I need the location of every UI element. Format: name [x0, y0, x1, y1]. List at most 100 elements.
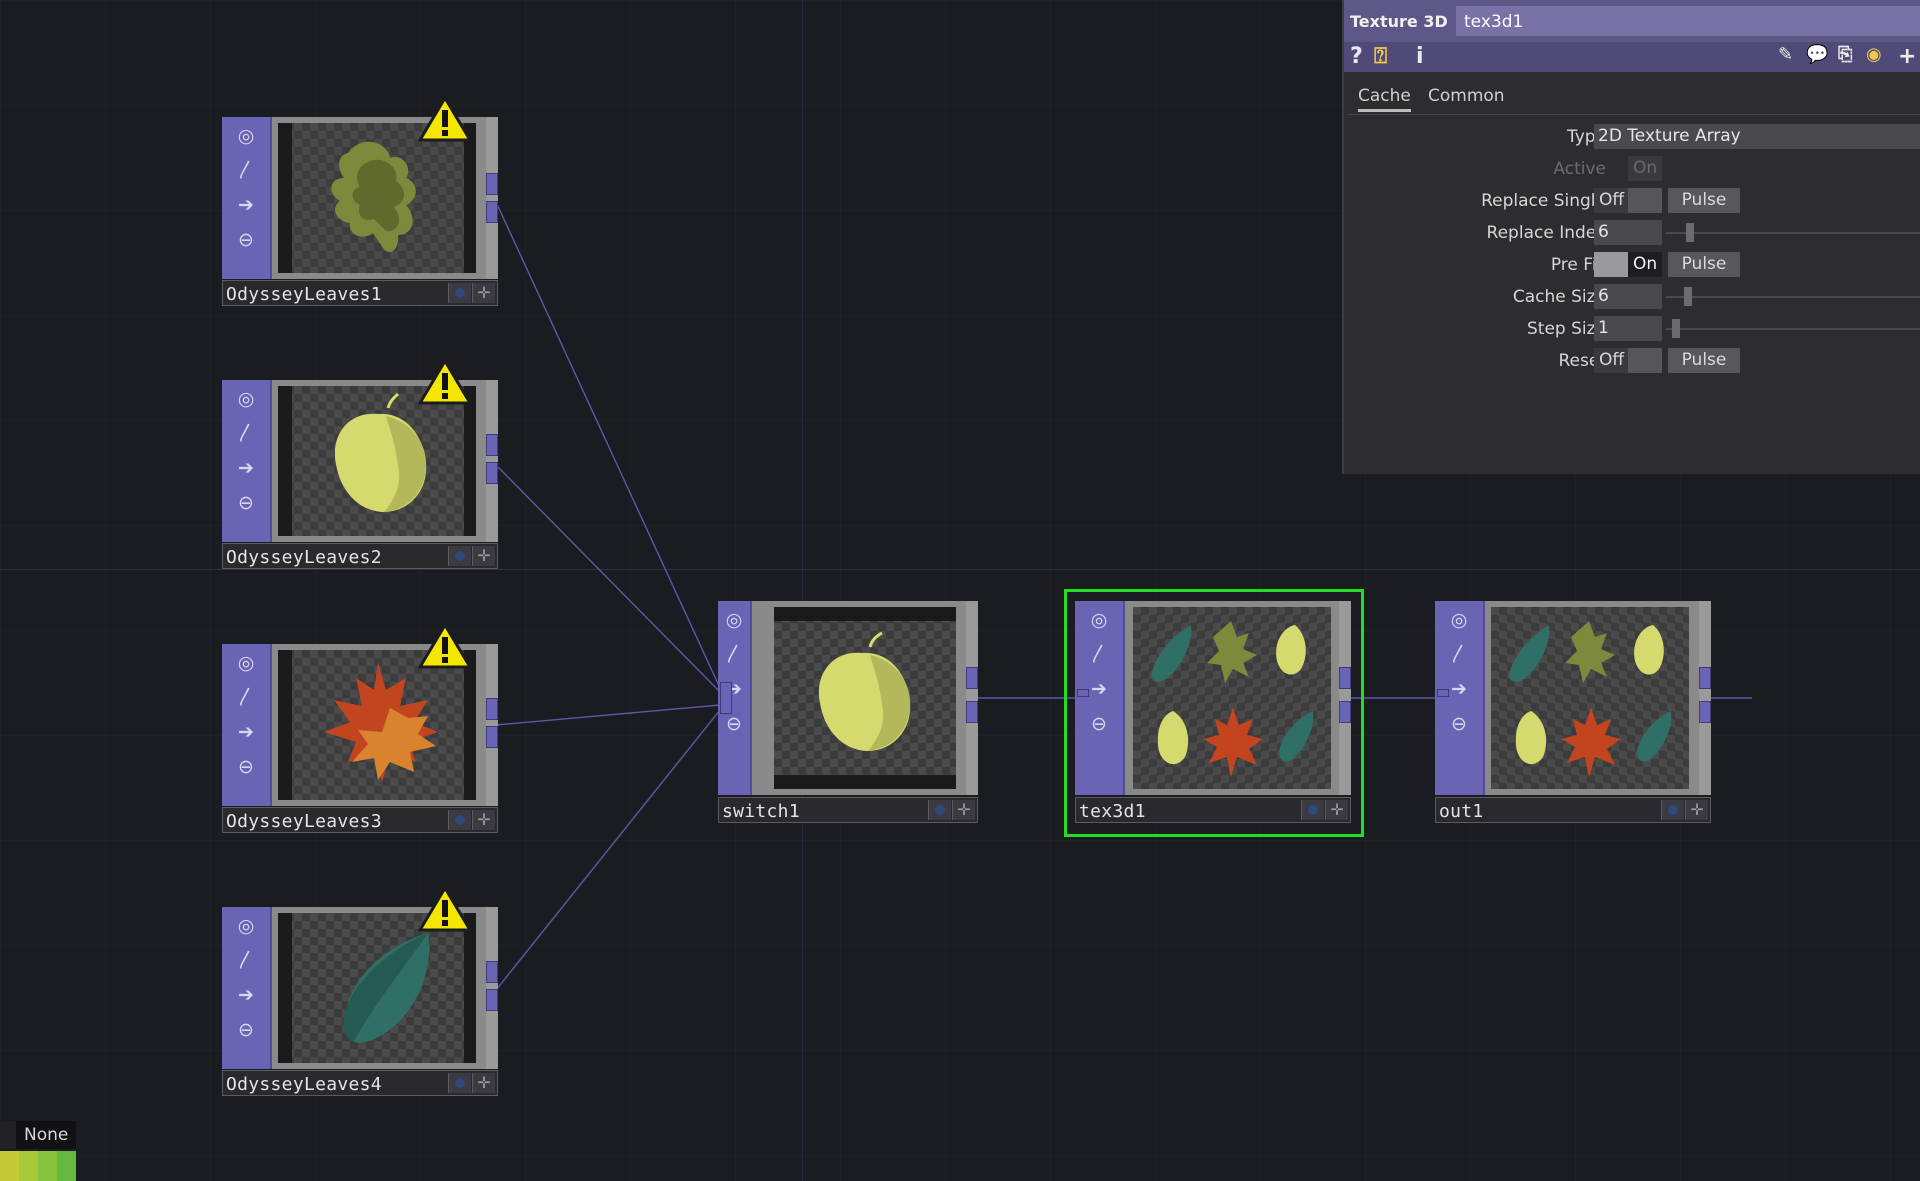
display-flag-icon[interactable]: ➔	[1091, 677, 1107, 700]
type-dropdown[interactable]: 2D Texture Array	[1594, 124, 1920, 149]
tab-common[interactable]: Common	[1428, 86, 1505, 106]
node-add-button[interactable]: ✛	[1685, 800, 1708, 820]
node-odysseyleaves4[interactable]: ◎ 〳 ➔ ⊖ OdysseyLeaves4 ✛	[222, 886, 498, 1096]
display-flag-icon[interactable]: ➔	[238, 193, 254, 216]
output-connector[interactable]	[486, 726, 498, 748]
display-flag-icon[interactable]: ➔	[238, 983, 254, 1006]
warning-icon[interactable]	[418, 95, 472, 143]
python-help-icon[interactable]: ⍰	[1374, 44, 1388, 69]
node-out1[interactable]: ◎ 〳 ➔ ⊖ out1 ✛	[1435, 601, 1711, 825]
node-name-bar[interactable]: out1 ✛	[1435, 797, 1711, 823]
step-size-slider-handle[interactable]	[1672, 319, 1680, 338]
output-connector[interactable]	[966, 667, 978, 689]
replace-index-slider[interactable]	[1666, 232, 1920, 234]
node-add-button[interactable]: ✛	[472, 810, 495, 830]
viewer-toggle-icon[interactable]: ◎	[237, 387, 255, 410]
output-connector[interactable]	[486, 201, 498, 223]
palette-swatch[interactable]	[57, 1151, 76, 1181]
input-connector[interactable]	[1077, 689, 1089, 697]
output-connector[interactable]	[486, 961, 498, 983]
color-palette[interactable]	[0, 1151, 76, 1181]
output-connector[interactable]	[966, 701, 978, 723]
replace-single-switch[interactable]	[1628, 188, 1662, 213]
replace-index-slider-handle[interactable]	[1686, 223, 1694, 242]
bypass-icon[interactable]: 〳	[236, 948, 256, 971]
bypass-icon[interactable]: 〳	[236, 421, 256, 444]
replace-index-field[interactable]: 6	[1594, 220, 1662, 245]
output-connector[interactable]	[486, 462, 498, 484]
display-flag-icon[interactable]: ➔	[238, 456, 254, 479]
node-name-bar[interactable]: tex3d1 ✛	[1075, 797, 1351, 823]
viewer-active-button[interactable]	[448, 810, 471, 830]
cache-size-slider-handle[interactable]	[1684, 287, 1692, 306]
pre-fill-toggle[interactable]: On	[1628, 252, 1662, 277]
step-size-field[interactable]: 1	[1594, 316, 1662, 341]
bypass-icon[interactable]: 〳	[724, 642, 744, 665]
node-name-bar[interactable]: OdysseyLeaves3 ✛	[222, 807, 498, 833]
tab-cache[interactable]: Cache	[1358, 86, 1411, 112]
python-icon[interactable]: ◉	[1866, 44, 1882, 65]
node-odysseyleaves1[interactable]: ◎ 〳 ➔ ⊖ OdysseyLeaves1 ✛	[222, 96, 498, 306]
replace-single-pulse-button[interactable]: Pulse	[1668, 188, 1740, 213]
viewer-active-button[interactable]	[448, 546, 471, 566]
lock-icon[interactable]: ⊖	[238, 228, 254, 251]
warning-icon[interactable]	[418, 358, 472, 406]
node-name-bar[interactable]: OdysseyLeaves2 ✛	[222, 543, 498, 569]
node-add-button[interactable]: ✛	[472, 1073, 495, 1093]
bypass-icon[interactable]: 〳	[236, 685, 256, 708]
cache-size-slider[interactable]	[1666, 296, 1920, 298]
node-add-button[interactable]: ✛	[1325, 800, 1348, 820]
add-icon[interactable]: +	[1898, 44, 1917, 69]
output-connector[interactable]	[1339, 701, 1351, 723]
bypass-icon[interactable]: 〳	[1449, 642, 1469, 665]
viewer-active-button[interactable]	[448, 1073, 471, 1093]
node-odysseyleaves2[interactable]: ◎ 〳 ➔ ⊖ OdysseyLeaves2 ✛	[222, 359, 498, 569]
output-connector[interactable]	[486, 173, 498, 195]
lock-icon[interactable]: ⊖	[1091, 712, 1107, 735]
lock-icon[interactable]: ⊖	[238, 1018, 254, 1041]
active-toggle[interactable]: On	[1628, 156, 1662, 181]
viewer-toggle-icon[interactable]: ◎	[1450, 608, 1468, 631]
node-switch1[interactable]: ◎ 〳 ➔ ⊖ switch1 ✛	[718, 601, 978, 825]
node-odysseyleaves3[interactable]: ◎ 〳 ➔ ⊖ OdysseyLeaves3 ✛	[222, 623, 498, 833]
output-connector[interactable]	[486, 434, 498, 456]
viewer-toggle-icon[interactable]: ◎	[237, 914, 255, 937]
bypass-icon[interactable]: 〳	[236, 158, 256, 181]
display-flag-icon[interactable]: ➔	[1451, 677, 1467, 700]
node-name-bar[interactable]: switch1 ✛	[718, 797, 978, 823]
edit-icon[interactable]: ✎	[1778, 44, 1794, 65]
viewer-toggle-icon[interactable]: ◎	[237, 124, 255, 147]
lock-icon[interactable]: ⊖	[1451, 712, 1467, 735]
node-name-bar[interactable]: OdysseyLeaves1 ✛	[222, 280, 498, 306]
viewer-toggle-icon[interactable]: ◎	[725, 608, 743, 631]
output-connector[interactable]	[1699, 667, 1711, 689]
help-icon[interactable]: ?	[1350, 44, 1363, 69]
viewer-active-button[interactable]	[1661, 800, 1684, 820]
viewer-toggle-icon[interactable]: ◎	[237, 651, 255, 674]
warning-icon[interactable]	[418, 885, 472, 933]
pre-fill-switch[interactable]	[1594, 252, 1628, 277]
parameter-panel[interactable]: Texture 3D tex3d1 ? ⍰ i ✎ 💬 ⎘ ◉ + Cache …	[1342, 0, 1920, 474]
output-connector[interactable]	[486, 698, 498, 720]
operator-name-field[interactable]: tex3d1	[1456, 6, 1920, 36]
replace-single-toggle[interactable]: Off	[1594, 188, 1628, 213]
lock-icon[interactable]: ⊖	[726, 712, 742, 735]
reset-toggle[interactable]: Off	[1594, 348, 1628, 373]
clone-icon[interactable]: ⎘	[1838, 44, 1853, 65]
pre-fill-pulse-button[interactable]: Pulse	[1668, 252, 1740, 277]
warning-icon[interactable]	[418, 622, 472, 670]
bypass-icon[interactable]: 〳	[1089, 642, 1109, 665]
viewer-active-button[interactable]	[448, 283, 471, 303]
viewer-toggle-icon[interactable]: ◎	[1090, 608, 1108, 631]
step-size-slider[interactable]	[1666, 328, 1920, 330]
display-flag-icon[interactable]: ➔	[238, 720, 254, 743]
viewer-active-button[interactable]	[928, 800, 951, 820]
none-indicator[interactable]: None	[0, 1121, 76, 1149]
output-connector[interactable]	[1339, 667, 1351, 689]
viewer-active-button[interactable]	[1301, 800, 1324, 820]
reset-pulse-button[interactable]: Pulse	[1668, 348, 1740, 373]
node-name-bar[interactable]: OdysseyLeaves4 ✛	[222, 1070, 498, 1096]
cache-size-field[interactable]: 6	[1594, 284, 1662, 309]
palette-swatch[interactable]	[19, 1151, 38, 1181]
lock-icon[interactable]: ⊖	[238, 755, 254, 778]
